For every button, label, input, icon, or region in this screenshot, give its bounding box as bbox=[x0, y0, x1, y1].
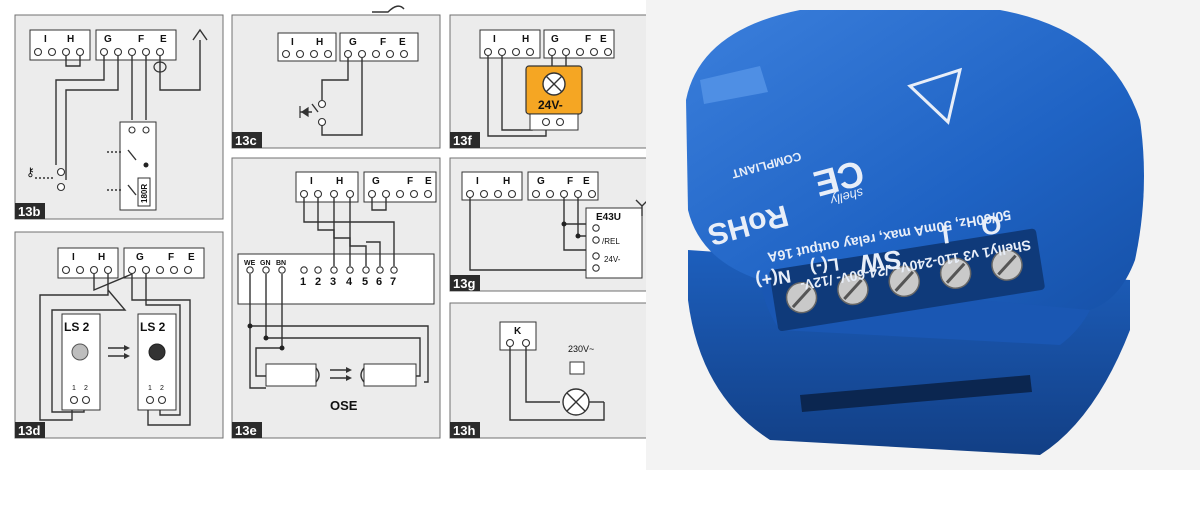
label-e: E bbox=[425, 176, 432, 187]
label-sw: SW bbox=[857, 244, 903, 280]
diagram-tag: 13g bbox=[453, 276, 475, 291]
diagram-tag: 13b bbox=[18, 204, 40, 219]
diagram-13e: I H G F E WE GN BN 1 2 3 4 5 6 7 bbox=[231, 157, 441, 439]
pin-4: 4 bbox=[346, 276, 353, 288]
pin-2: 2 bbox=[315, 276, 321, 288]
lamp-voltage: 24V- bbox=[538, 98, 563, 112]
label-i: I bbox=[940, 219, 951, 250]
pin-1: 1 bbox=[72, 385, 76, 392]
terminal-row bbox=[33, 47, 165, 57]
label-h: H bbox=[316, 37, 323, 48]
diagram-tag: 13e bbox=[235, 423, 257, 438]
terminal-row bbox=[61, 265, 193, 275]
lower-slot bbox=[800, 375, 1032, 412]
pin-3: 3 bbox=[330, 276, 336, 288]
label-e: E bbox=[188, 252, 195, 263]
label-f: F bbox=[380, 37, 386, 48]
wire-we: WE bbox=[244, 260, 256, 267]
warning-icon bbox=[907, 67, 963, 125]
pin-5: 5 bbox=[362, 276, 368, 288]
label-h: H bbox=[503, 176, 510, 187]
label-g: G bbox=[349, 37, 357, 48]
device-left-label: LS 2 bbox=[64, 320, 90, 334]
diagram-13b: I H G F E 180R ⚷ 13b bbox=[14, 14, 224, 220]
terminal-k-label: K bbox=[514, 326, 522, 337]
label-o: O bbox=[979, 209, 1003, 242]
label-i: I bbox=[310, 176, 313, 187]
label-h: H bbox=[98, 252, 105, 263]
label-i: I bbox=[291, 37, 294, 48]
wire-gn: GN bbox=[260, 260, 271, 267]
pin-6: 6 bbox=[376, 276, 382, 288]
diagram-13c: I H G F E 13c bbox=[231, 5, 441, 149]
product-photo: CE RoHS COMPLIANT shelly 50/60Hz, 50mA m… bbox=[646, 0, 1200, 470]
label-g: G bbox=[551, 34, 559, 45]
diagram-tag: 13h bbox=[453, 423, 475, 438]
key-icon: ⚷ bbox=[26, 165, 35, 179]
diagram-13g: I H G F E E43U /REL 24V- 13g bbox=[449, 157, 657, 292]
pin-2: 2 bbox=[160, 385, 164, 392]
label-f: F bbox=[407, 176, 413, 187]
diagram-13f: I H G F E 24V- 13f bbox=[449, 14, 657, 149]
device-title: E43U bbox=[596, 212, 621, 223]
pin-7: 7 bbox=[390, 276, 396, 288]
diagram-tag: 13c bbox=[235, 133, 257, 148]
label-g: G bbox=[537, 176, 545, 187]
pin-rel: /REL bbox=[602, 237, 620, 246]
module-terminals bbox=[246, 266, 398, 274]
label-i: I bbox=[72, 252, 75, 263]
device-right-label: LS 2 bbox=[140, 320, 166, 334]
supply-box bbox=[569, 361, 585, 375]
resistor-label: 180R bbox=[140, 184, 149, 203]
diagram-13h: K 230V~ 13h bbox=[449, 302, 657, 439]
label-g: G bbox=[104, 34, 112, 45]
supply-label: 230V~ bbox=[568, 344, 594, 354]
terminal-row bbox=[299, 189, 433, 199]
label-i: I bbox=[44, 34, 47, 45]
pin-24v: 24V- bbox=[604, 255, 621, 264]
terminal-row bbox=[281, 49, 409, 59]
label-f: F bbox=[138, 34, 144, 45]
label-f: F bbox=[567, 176, 573, 187]
label-h: H bbox=[67, 34, 74, 45]
label-e: E bbox=[160, 34, 167, 45]
diagram-tag: 13d bbox=[18, 423, 40, 438]
pin-2: 2 bbox=[84, 385, 88, 392]
label-g: G bbox=[372, 176, 380, 187]
pin-1: 1 bbox=[148, 385, 152, 392]
label-f: F bbox=[168, 252, 174, 263]
key-hook-icon bbox=[372, 5, 405, 13]
label-e: E bbox=[600, 34, 607, 45]
label-l: L(-) bbox=[809, 254, 840, 278]
resistor bbox=[137, 177, 151, 207]
terminal-row bbox=[483, 47, 613, 57]
label-e: E bbox=[583, 176, 590, 187]
label-h: H bbox=[336, 176, 343, 187]
label-e: E bbox=[399, 37, 406, 48]
label-i: I bbox=[476, 176, 479, 187]
sensor-label: OSE bbox=[330, 398, 358, 413]
diagram-13d: I H G F E LS 2 1 2 LS 2 1 2 13d bbox=[14, 231, 224, 439]
terminal-row bbox=[465, 189, 597, 199]
label-i: I bbox=[493, 34, 496, 45]
label-h: H bbox=[522, 34, 529, 45]
pin-1: 1 bbox=[300, 276, 306, 288]
screw-terminals bbox=[785, 249, 1023, 314]
wire-bn: BN bbox=[276, 260, 286, 267]
label-n: N(+) bbox=[754, 266, 792, 291]
diagram-tag: 13f bbox=[453, 133, 472, 148]
label-g: G bbox=[136, 252, 144, 263]
label-f: F bbox=[585, 34, 591, 45]
